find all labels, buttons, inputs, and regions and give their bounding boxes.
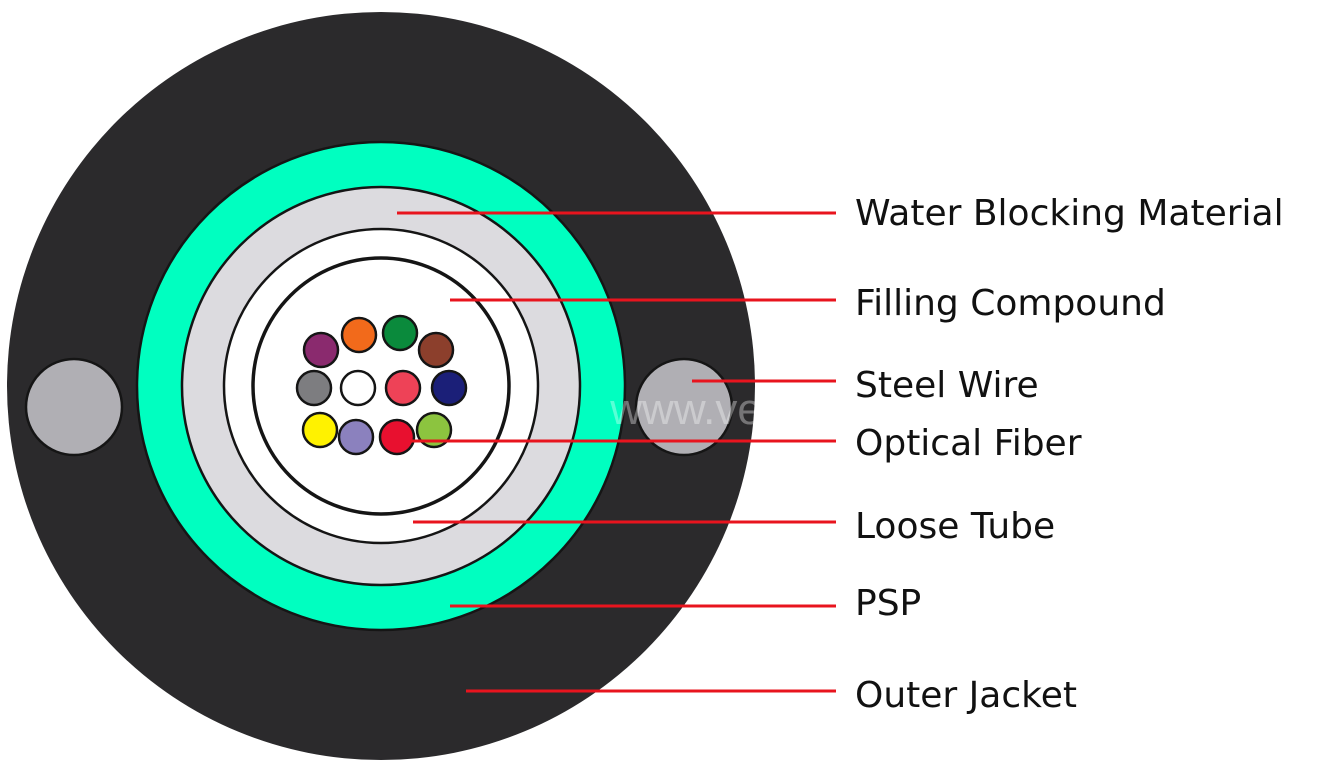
fiber-red xyxy=(378,418,416,456)
fiber-blue xyxy=(430,369,468,407)
label-loose-tube: Loose Tube xyxy=(855,506,1055,547)
fiber-brown xyxy=(417,331,455,369)
fiber-green xyxy=(381,314,419,352)
label-psp: PSP xyxy=(855,583,921,624)
label-steel-wire: Steel Wire xyxy=(855,365,1039,406)
fiber-lavender xyxy=(337,418,375,456)
label-optical-fiber: Optical Fiber xyxy=(855,423,1082,464)
fiber-rose xyxy=(384,369,422,407)
fiber-white xyxy=(339,369,377,407)
filling-compound xyxy=(251,256,511,516)
steel-wire-right xyxy=(634,357,734,457)
steel-wire-left xyxy=(24,357,124,457)
label-filling-compound: Filling Compound xyxy=(855,283,1166,324)
label-outer-jacket: Outer Jacket xyxy=(855,675,1077,716)
fiber-yellow xyxy=(301,411,339,449)
fiber-slate xyxy=(295,369,333,407)
fiber-violet xyxy=(302,331,340,369)
fiber-lime xyxy=(415,411,453,449)
watermark-text: www.veivot.com xyxy=(609,385,925,434)
optical-fiber-bundle xyxy=(295,314,468,456)
label-water-blocking-material: Water Blocking Material xyxy=(855,193,1284,234)
fiber-orange xyxy=(340,316,378,354)
